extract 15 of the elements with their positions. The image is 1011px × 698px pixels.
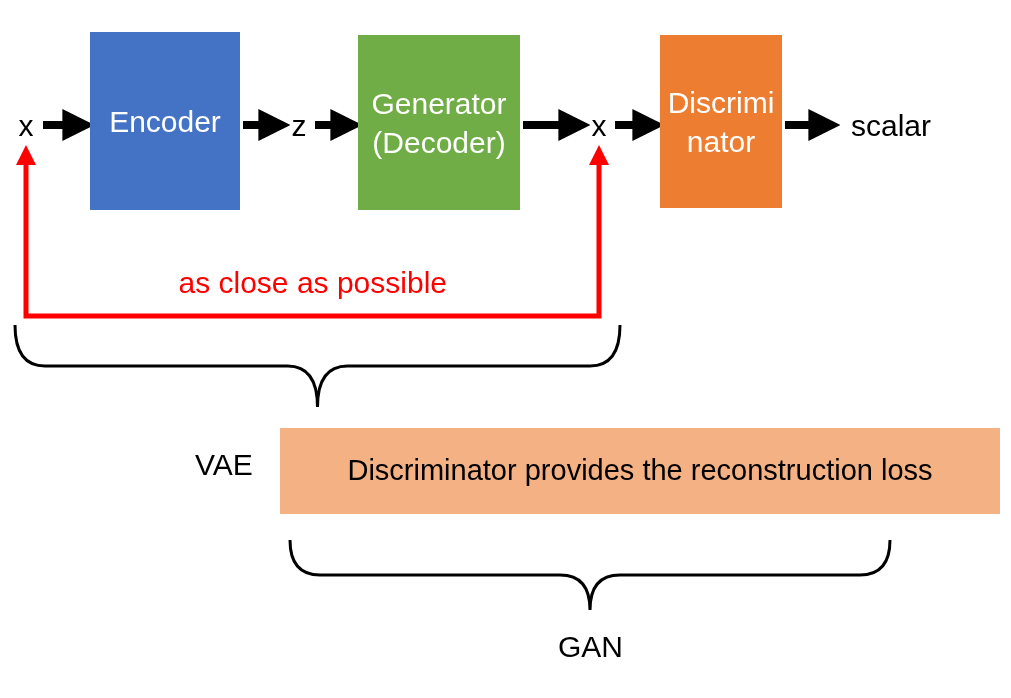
box-label: Discriminator provides the reconstruction loss <box>347 453 933 489</box>
group-label: VAE <box>195 448 253 482</box>
process-box <box>358 35 520 210</box>
process-box <box>90 32 240 210</box>
node-label: scalar <box>836 104 946 146</box>
box-label: Discrimi nator <box>666 84 776 160</box>
box-label: Encoder <box>109 103 221 140</box>
process-box <box>660 35 782 208</box>
node-label: x <box>12 104 40 146</box>
box-label: Generator (Decoder) <box>370 85 508 161</box>
arrow <box>16 145 609 319</box>
group-label: GAN <box>558 630 623 664</box>
node-label: x <box>586 104 612 146</box>
node-label: z <box>286 104 312 146</box>
note-band <box>280 428 1000 514</box>
